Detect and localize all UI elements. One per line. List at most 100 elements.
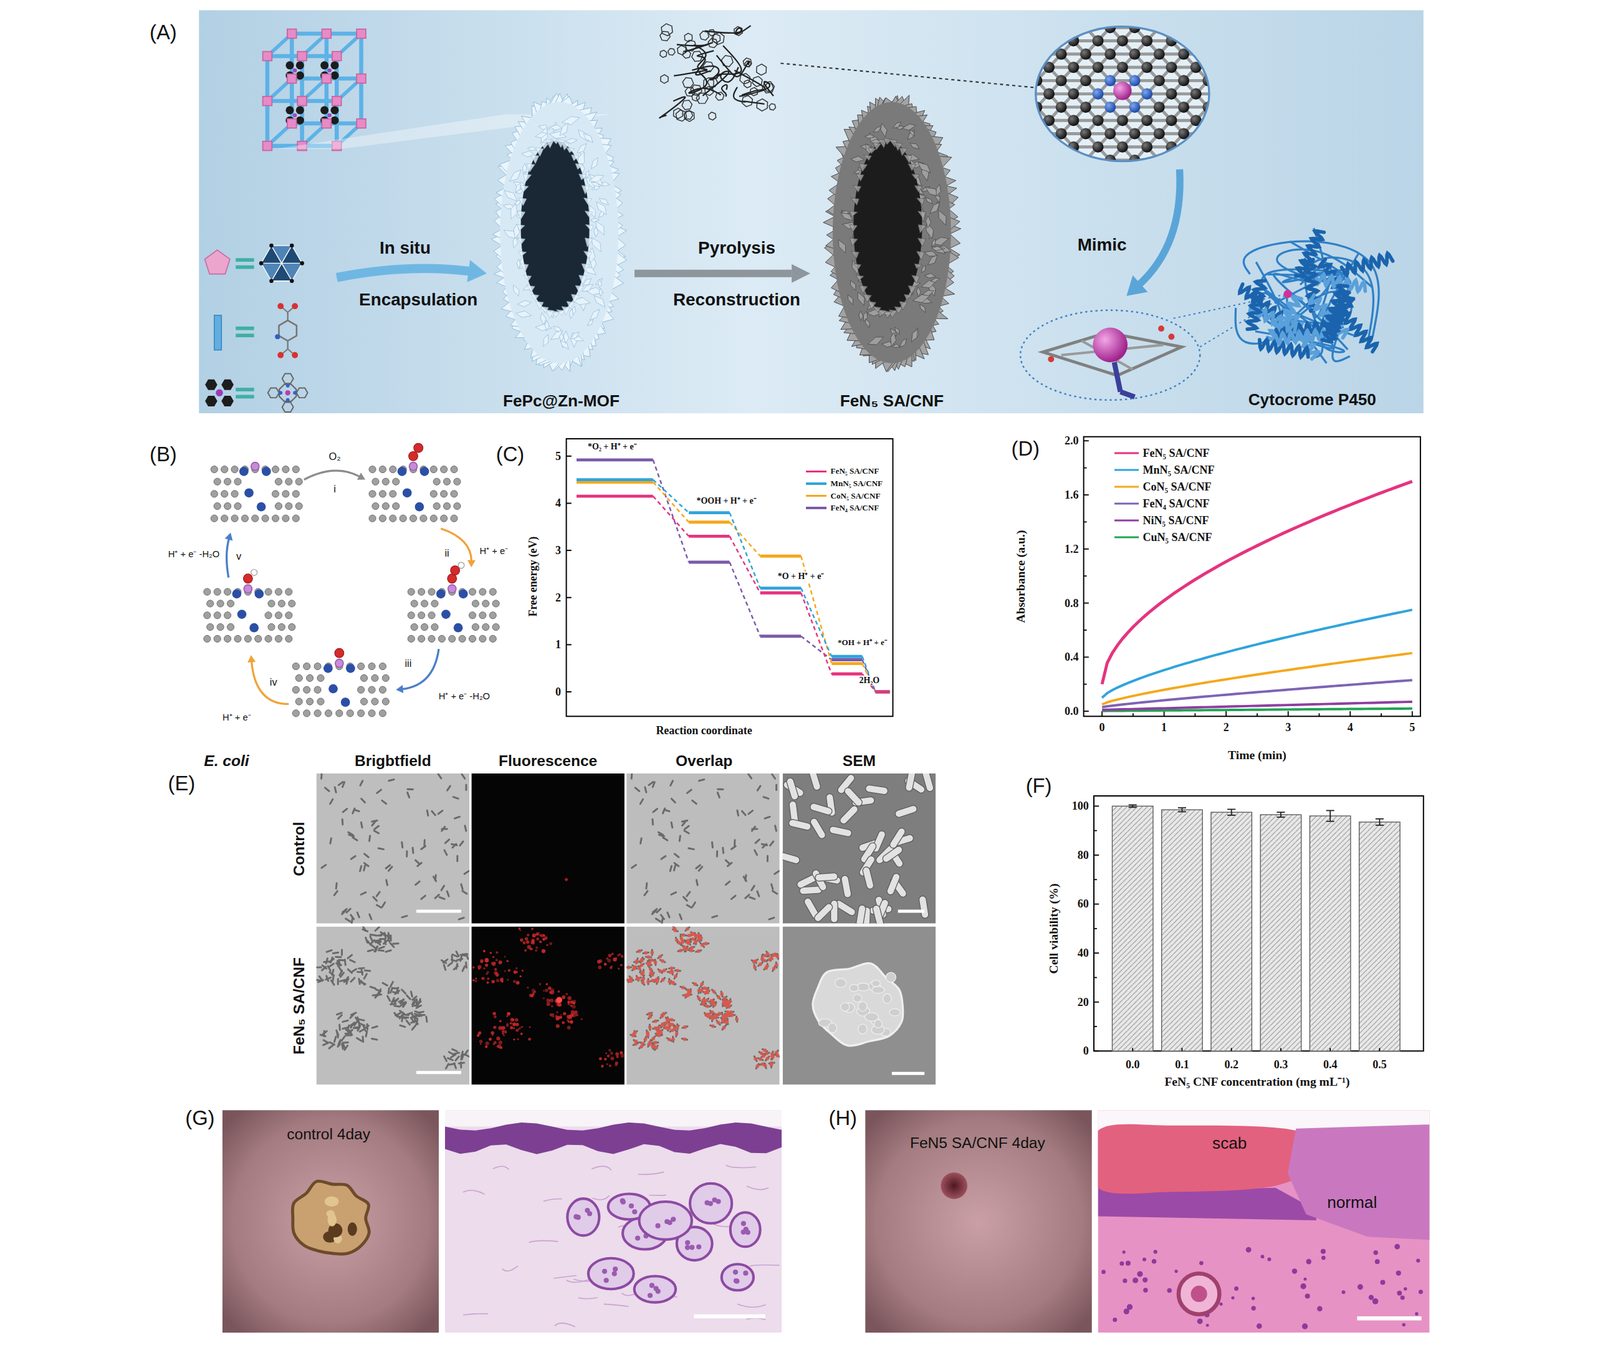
cnf-particle-illustration <box>847 294 853 305</box>
graphene-zoom-illustration <box>1165 167 1177 179</box>
absorbance-chart <box>1083 494 1089 496</box>
graphene-zoom-illustration <box>1232 133 1246 147</box>
graphene-zoom-illustration <box>1232 107 1246 121</box>
mof-particle-illustration <box>491 93 627 373</box>
cnf-particle-illustration <box>893 122 902 128</box>
building-block-icons <box>287 340 289 350</box>
catalyst-slab-illustration <box>430 490 437 498</box>
carbon-network-illustration <box>681 100 692 110</box>
free-energy-chart <box>760 586 801 590</box>
sem-micrograph <box>905 773 917 792</box>
brightfield-micrograph <box>400 842 404 848</box>
mof-lattice-illustration <box>263 96 273 106</box>
sem-micrograph <box>828 825 853 838</box>
mof-particle-illustration <box>570 294 580 303</box>
mof-particle-illustration <box>517 211 526 220</box>
overlap-micrograph <box>748 810 753 815</box>
overlap-micrograph <box>667 912 670 918</box>
graphene-zoom-illustration <box>1012 132 1037 136</box>
free-energy-chart <box>875 690 891 694</box>
graphene-zoom-illustration <box>999 54 1013 68</box>
brightfield-micrograph <box>361 798 366 803</box>
absorbance-chart <box>1101 609 1413 698</box>
mof-lattice-illustration <box>332 51 342 62</box>
mof-particle-illustration <box>577 143 587 153</box>
cytochrome-protein-illustration <box>1322 297 1354 342</box>
graphene-zoom-illustration <box>1207 133 1221 147</box>
overlap-micrograph <box>651 819 654 824</box>
mof-particle-illustration <box>583 197 592 205</box>
graphene-zoom-illustration <box>1024 12 1050 16</box>
mof-lattice-illustration <box>332 96 342 106</box>
cnf-particle-illustration <box>863 294 872 303</box>
brightfield-micrograph <box>336 1012 342 1015</box>
building-block-icons <box>287 312 289 321</box>
graphene-zoom-illustration <box>1196 145 1221 149</box>
graphene-zoom-illustration <box>1073 173 1086 187</box>
brightfield-micrograph <box>372 820 378 822</box>
graphene-zoom-illustration <box>1232 160 1246 174</box>
overlap-micrograph <box>653 809 658 813</box>
brightfield-micrograph <box>316 926 470 1086</box>
catalyst-slab-illustration <box>440 514 448 522</box>
graphene-zoom-illustration <box>1227 74 1239 87</box>
mof-particle-illustration <box>579 274 588 285</box>
building-block-icons <box>289 243 295 249</box>
cnf-particle-illustration <box>873 142 882 151</box>
graphene-zoom-illustration <box>1239 61 1251 73</box>
graphene-zoom-illustration <box>1251 154 1263 166</box>
cnf-particle-illustration <box>929 202 940 214</box>
cnf-particle-illustration <box>873 126 882 133</box>
absorbance-chart <box>1083 467 1088 469</box>
sem-micrograph <box>815 872 839 882</box>
overlap-micrograph <box>626 773 780 924</box>
overlap-micrograph <box>775 825 777 831</box>
cytochrome-protein-illustration <box>1235 228 1393 364</box>
graphene-zoom-illustration <box>1257 80 1270 94</box>
cnf-particle-illustration <box>910 143 920 150</box>
catalyst-slab-illustration <box>314 686 321 694</box>
reaction-cycle-arrows <box>402 648 439 689</box>
cnf-particle-illustration <box>922 290 935 297</box>
catalyst-slab-illustration <box>224 502 232 510</box>
mof-particle-illustration <box>518 197 527 206</box>
reaction-cycle-arrows <box>440 528 472 561</box>
brightfield-micrograph <box>316 773 470 924</box>
graphene-zoom-illustration <box>1043 8 1055 20</box>
graphene-zoom-illustration <box>1244 67 1258 81</box>
graphene-zoom-illustration <box>1183 160 1197 174</box>
cnf-particle-illustration <box>936 184 941 197</box>
catalyst-slab-illustration <box>443 478 451 485</box>
graphene-zoom-illustration <box>1239 34 1251 47</box>
graphene-zoom-illustration <box>1092 34 1104 47</box>
graphene-zoom-illustration <box>1036 14 1050 28</box>
catalyst-slab-illustration <box>277 623 285 631</box>
overlap-micrograph <box>718 788 724 791</box>
cytochrome-protein-illustration <box>1259 339 1309 358</box>
overlap-micrograph <box>721 847 725 853</box>
brightfield-micrograph <box>335 883 338 889</box>
brightfield-micrograph <box>446 891 449 897</box>
mof-lattice-illustration <box>263 51 273 62</box>
graphene-zoom-illustration <box>1116 114 1129 126</box>
brightfield-micrograph <box>360 892 366 896</box>
graphene-zoom-illustration <box>1073 14 1086 28</box>
catalyst-slab-illustration <box>213 635 221 642</box>
graphene-zoom-illustration <box>1244 27 1258 41</box>
catalyst-slab-illustration <box>382 502 389 510</box>
absorbance-chart <box>1083 575 1088 577</box>
catalyst-slab-illustration <box>418 635 426 642</box>
graphene-zoom-illustration <box>1220 27 1233 41</box>
brightfield-micrograph <box>464 871 469 875</box>
graphene-zoom-illustration <box>1232 14 1246 28</box>
mof-particle-illustration <box>561 116 580 125</box>
cnf-particle-illustration <box>855 173 864 182</box>
sem-micrograph <box>881 845 904 864</box>
graphene-zoom-illustration <box>1024 147 1038 161</box>
catalyst-slab-illustration <box>382 698 389 705</box>
carbon-network-illustration <box>668 48 676 56</box>
catalyst-slab-illustration <box>224 612 232 619</box>
brightfield-micrograph <box>386 880 388 886</box>
cnf-particle-illustration <box>925 215 931 228</box>
mof-particle-illustration <box>518 251 527 257</box>
